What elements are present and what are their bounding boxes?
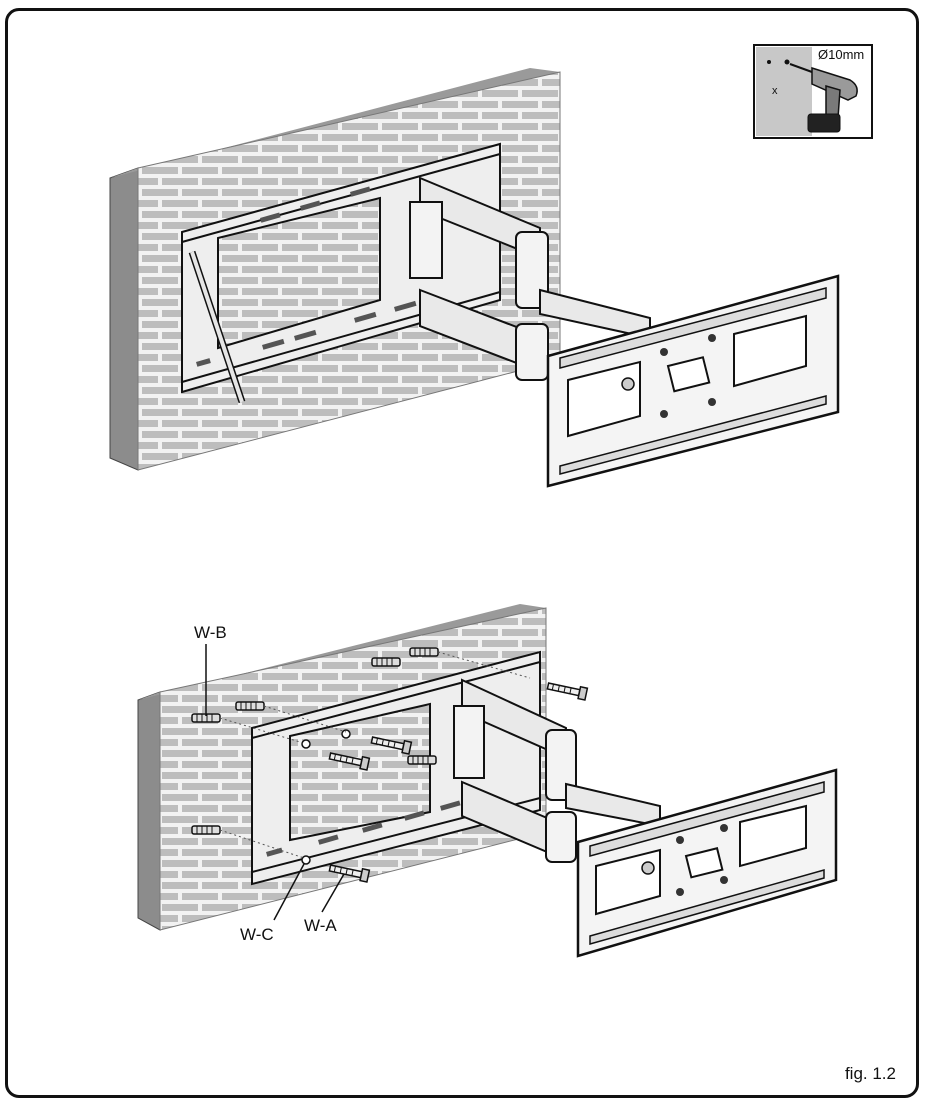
top-wall-mount-illustration bbox=[109, 68, 840, 488]
drill-inset: x Ø10mm bbox=[753, 44, 873, 139]
label-w-a: W-A bbox=[304, 916, 337, 935]
swing-arm bbox=[453, 678, 661, 863]
swing-arm bbox=[409, 176, 651, 381]
bottom-wall-mount-illustration: W-B W-C W-A bbox=[137, 604, 838, 958]
drill-icon bbox=[789, 63, 858, 133]
svg-text:x: x bbox=[772, 85, 778, 97]
figure-caption: fig. 1.2 bbox=[844, 1064, 896, 1083]
page-frame bbox=[5, 8, 919, 1098]
tv-plate bbox=[546, 274, 840, 488]
label-w-c: W-C bbox=[240, 925, 274, 944]
label-w-b: W-B bbox=[194, 623, 227, 642]
drill-size-label: Ø10mm bbox=[818, 47, 864, 62]
tv-plate bbox=[576, 768, 838, 958]
